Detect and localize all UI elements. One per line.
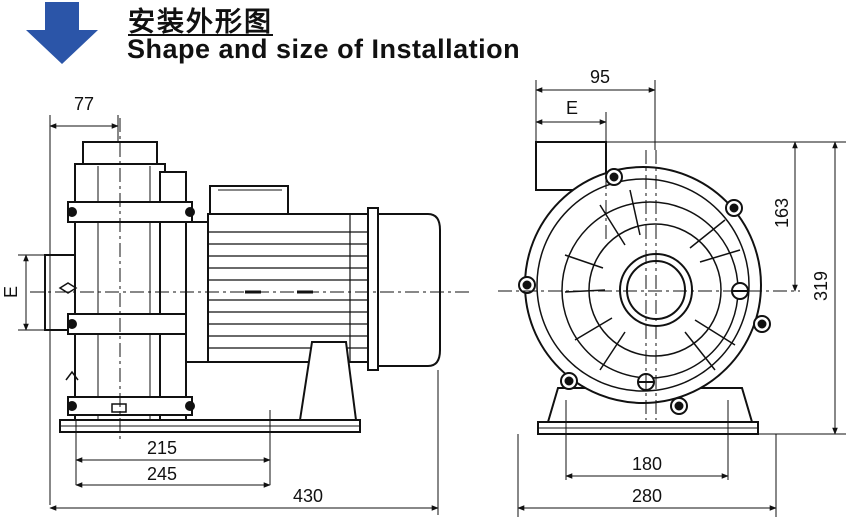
- dim-front-overall-height: 319: [811, 271, 831, 301]
- side-motor-foot: [298, 341, 358, 421]
- front-view: [518, 141, 771, 435]
- dim-side-mount-outer: 245: [147, 464, 177, 484]
- side-terminal-box: [209, 185, 289, 215]
- dim-front-foot-outer: 280: [632, 486, 662, 506]
- title-chinese: 安装外形图: [128, 7, 273, 38]
- down-arrow-shape: [26, 2, 98, 64]
- dim-front-center-height: 163: [772, 198, 792, 228]
- front-dimension-lines: [517, 80, 846, 517]
- title-english: Shape and size of Installation: [127, 34, 521, 64]
- dim-front-inlet-offset: E: [566, 98, 578, 118]
- side-clamp-band-low: [67, 396, 193, 416]
- dim-side-inlet-offset: 77: [74, 94, 94, 114]
- front-hub-outer: [619, 253, 693, 327]
- front-pedestal: [546, 387, 754, 423]
- down-arrow-icon: [26, 2, 98, 64]
- side-centerlines: [30, 118, 470, 440]
- front-centerlines: [498, 150, 800, 420]
- dim-side-outlet-height: E: [1, 286, 21, 298]
- side-fan-cover: [377, 213, 441, 367]
- side-motor-body: [207, 213, 369, 363]
- dim-side-mount-inner: 215: [147, 438, 177, 458]
- dim-front-foot-inner: 180: [632, 454, 662, 474]
- dim-side-overall-length: 430: [293, 486, 323, 506]
- side-view: [44, 141, 441, 433]
- side-clamp-band-mid: [67, 313, 193, 335]
- dim-front-inlet-width: 95: [590, 67, 610, 87]
- side-clamp-band-top: [67, 201, 193, 223]
- side-dimension-lines: [18, 115, 439, 515]
